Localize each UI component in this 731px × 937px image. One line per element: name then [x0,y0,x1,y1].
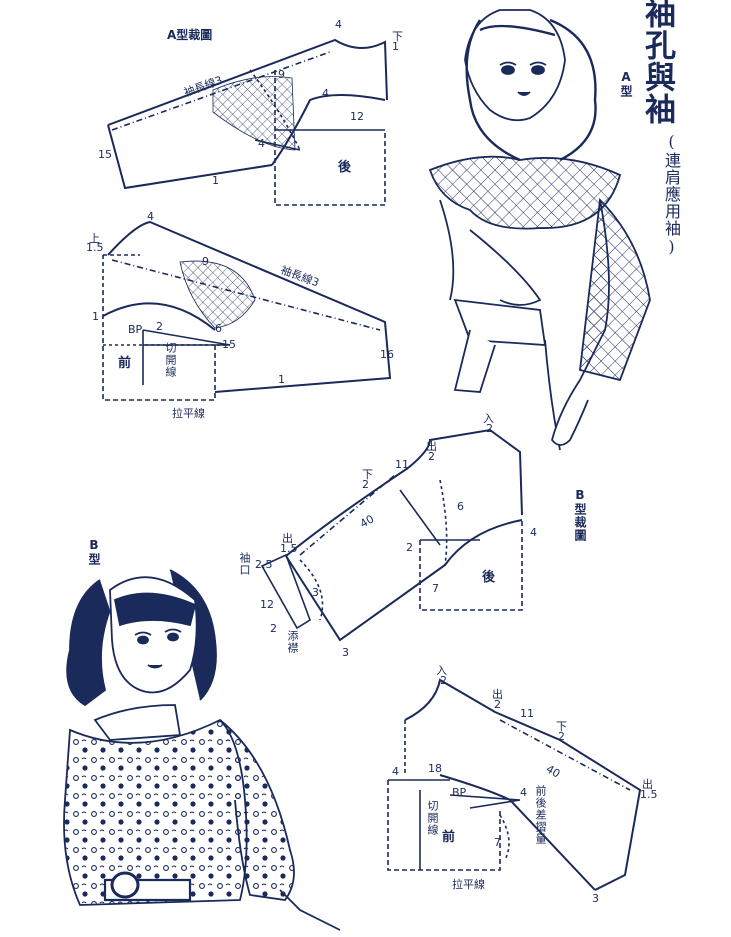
b-back-n-6: 6 [457,500,464,513]
b-front-slash: 切開線 [426,800,439,836]
b-front-draft [387,678,642,891]
a-front-draft [102,220,392,401]
a-back-n-top: 4 [335,18,342,31]
b-front-ru: 入 [436,664,447,677]
a-front-n-1a: 1 [92,310,99,323]
a-back-n-4b: 4 [258,137,265,150]
b-front-n-2b: 2 [494,698,501,711]
a-front-spread: 拉平線 [172,407,205,420]
b-back-n-4: 4 [530,526,537,539]
b-front-n-4a: 4 [392,765,399,778]
b-front-dart: 前後差摺量 [534,785,547,845]
b-front-n-15: 1.5 [640,788,658,801]
type-a-label: A型 [619,70,633,98]
a-back-n-9: 9 [278,68,285,81]
a-front-n-2: 2 [156,320,163,333]
a-front-sign: 上 [89,232,100,245]
b-back-n-2b: 2 [428,450,435,463]
a-front-n-16: 16 [380,348,394,361]
b-draft-title: B型裁圖 [573,488,587,542]
b-back-n-2c: 2 [362,478,369,491]
page-subtitle: (連肩應用袖) [662,132,681,257]
b-back-xia: 下 [362,468,373,481]
b-front-n-4b: 4 [520,786,527,799]
a-front-slash: 切開線 [164,342,177,378]
page-title: 袖孔與袖 [639,0,675,125]
b-back-n-2a: 2 [486,422,493,435]
b-front-n-18: 18 [428,762,442,775]
a-front-bp: BP [128,323,143,336]
a-back-n-15: 15 [98,148,112,161]
b-front-bp: BP [452,786,467,799]
a-back-draft [107,38,388,206]
b-cuff-label: 袖口 [238,552,251,576]
a-back-panel: 後 [338,160,352,175]
b-back-n-7: 7 [432,582,439,595]
b-front-xia: 下 [556,720,567,733]
b-front-n-3: 3 [592,892,599,905]
a-draft-title: A型裁圖 [167,28,213,42]
girl-a-illustration [428,9,651,451]
a-front-n-9: 9 [202,255,209,268]
b-back-n-3b: 3 [342,646,349,659]
b-back-draft [260,428,523,642]
b-back-n-2d: 2 [406,541,413,554]
b-cuff-tab: 添襟 [286,630,299,654]
a-back-n-1b: 1 [212,174,219,187]
b-back-chu15: 出 [282,532,293,545]
b-cuff-n-2e: 2 [270,622,277,635]
a-front-n-1b: 1 [278,373,285,386]
b-front-chu: 出 [492,688,503,701]
b-front-spread: 拉平線 [452,878,485,891]
b-back-panel: 後 [482,570,496,585]
a-back-n-12: 12 [350,110,364,123]
b-front-n-2a: 2 [440,674,447,687]
a-front-n-15a: 1.5 [86,241,104,254]
b-front-n-2c: 2 [558,730,565,743]
a-front-n-15b: 15 [222,338,236,351]
b-front-n-7: 7 [494,836,501,849]
b-back-chu: 出 [426,440,437,453]
a-front-n-6: 6 [215,322,222,335]
a-back-sign: 下 [392,30,403,43]
b-back-n-15: 1.5 [280,542,298,555]
b-back-n-11: 11 [395,458,409,471]
b-front-panel: 前 [442,830,456,845]
b-cuff-n-25: 2.5 [255,558,273,571]
a-front-n-4: 4 [147,210,154,223]
a-front-panel: 前 [118,356,132,371]
a-back-n-4a: 4 [322,87,329,100]
b-cuff-n-12: 12 [260,598,274,611]
b-back-ru: 入 [483,412,494,425]
a-back-n-1a: 1 [392,40,399,53]
b-front-chu2: 出 [642,778,653,791]
type-b-label: B型 [87,538,101,566]
b-front-n-11: 11 [520,707,534,720]
girl-b-illustration [63,569,341,931]
b-back-n-3a: 3 [312,586,319,599]
